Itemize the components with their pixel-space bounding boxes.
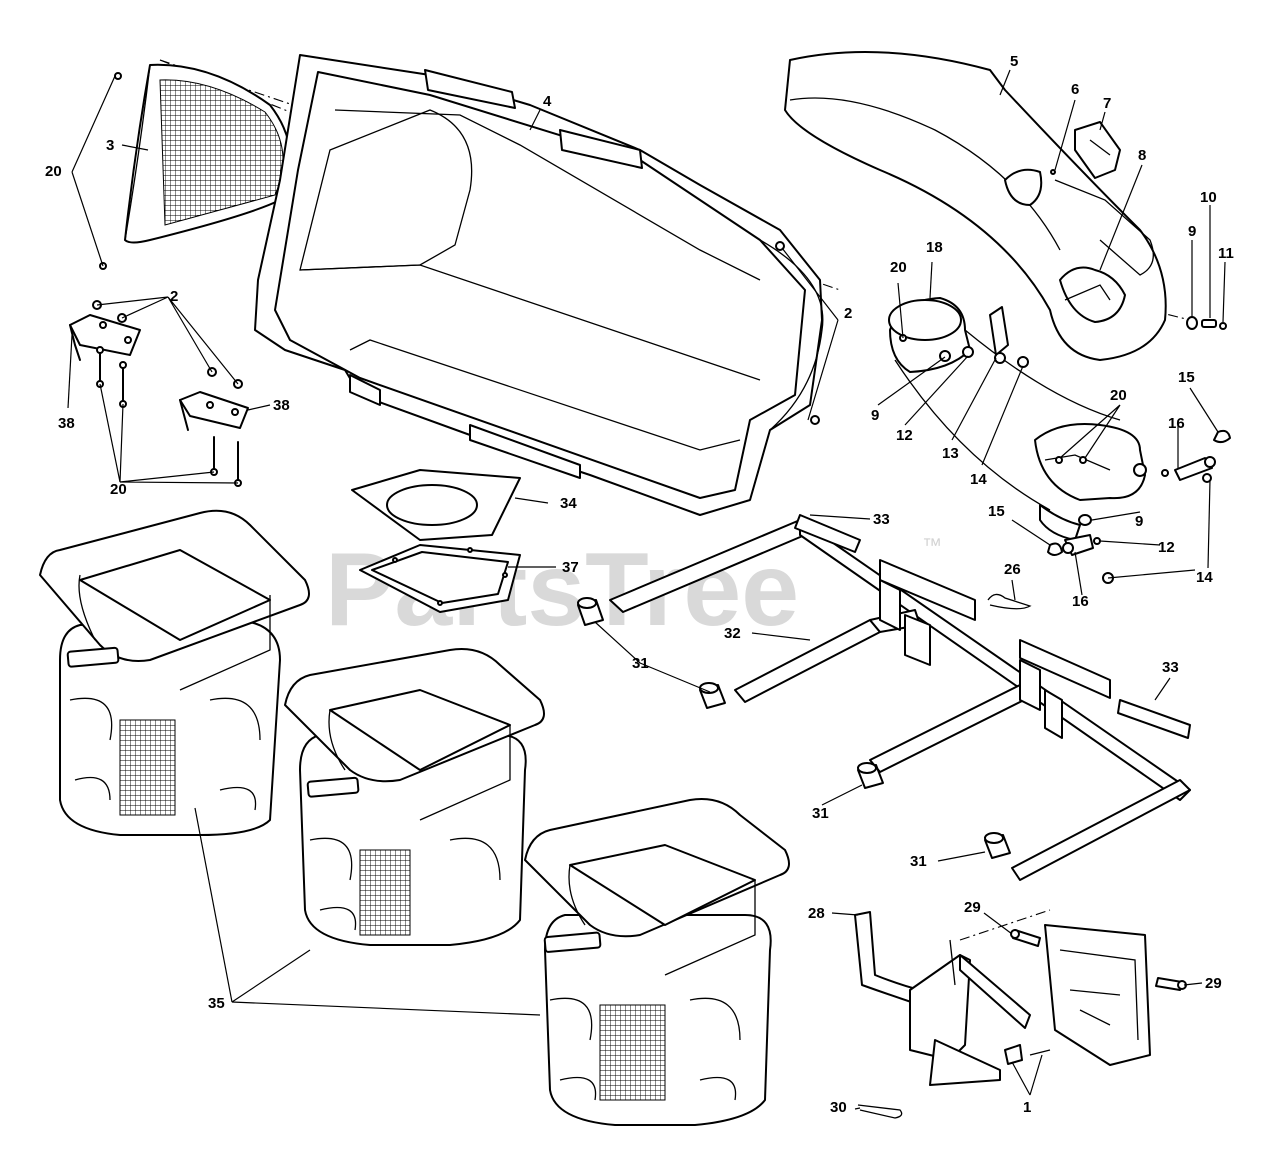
callout-2-left: 2 [170, 288, 178, 305]
part-14-washer-right[interactable] [1202, 473, 1212, 483]
callout-15-upper: 15 [1178, 369, 1195, 386]
part-7-latch[interactable] [1074, 121, 1121, 179]
callout-4: 4 [543, 93, 552, 110]
part-38-bracket-left[interactable] [69, 300, 141, 361]
callout-37: 37 [562, 559, 579, 576]
part-29-bolt-right[interactable] [1155, 977, 1187, 991]
callout-35: 35 [208, 995, 225, 1012]
part-35-bag-left[interactable] [39, 509, 310, 836]
callout-20-deflector: 20 [1110, 387, 1127, 404]
part-15-clip-lower[interactable] [1047, 542, 1063, 556]
part-14-washer-upper[interactable] [1017, 356, 1029, 368]
part-30-hairpin[interactable] [857, 1104, 903, 1119]
part-16-bolt-lower[interactable] [1062, 534, 1094, 556]
leader-lines [67, 69, 1226, 1110]
part-16-bolt-upper[interactable] [1174, 456, 1216, 481]
part-26-hairpin[interactable] [987, 593, 1032, 610]
callout-38-right: 38 [273, 397, 290, 414]
callout-34: 34 [560, 495, 577, 512]
callout-29-right: 29 [1205, 975, 1222, 992]
callout-1: 1 [1023, 1099, 1031, 1116]
callout-16-upper: 16 [1168, 415, 1185, 432]
part-13-lever[interactable] [989, 306, 1009, 364]
callout-31-a: 31 [632, 655, 649, 672]
callout-20-adapter: 20 [890, 259, 907, 276]
part-31-bushing-b[interactable] [699, 682, 726, 709]
part-35-bag-right[interactable] [524, 798, 790, 1126]
part-15-clip-upper[interactable] [1213, 429, 1231, 444]
part-32-support-frame[interactable] [609, 514, 1191, 881]
callout-12-lower: 12 [1158, 539, 1175, 556]
callout-3: 3 [106, 137, 114, 154]
watermark-trademark: ™ [922, 535, 942, 557]
callout-9-adapter: 9 [871, 407, 879, 424]
callout-33-lower: 33 [1162, 659, 1179, 676]
callout-5: 5 [1010, 53, 1018, 70]
part-11-nut[interactable] [1219, 322, 1227, 330]
part-12-spacer-right[interactable] [1161, 469, 1169, 477]
callout-9-lower: 9 [1135, 513, 1143, 530]
callout-14-lower: 14 [1196, 569, 1213, 586]
callout-10: 10 [1200, 189, 1217, 206]
part-34-mounting-plate[interactable] [351, 469, 521, 541]
callout-15-lower: 15 [988, 503, 1005, 520]
part-9-washer-right[interactable] [1186, 316, 1198, 330]
part-hitch-plate[interactable] [1044, 924, 1151, 1066]
callout-30: 30 [830, 1099, 847, 1116]
part-9-washer-center[interactable] [1078, 514, 1092, 526]
callout-32: 32 [724, 625, 741, 642]
part-1-clevis-pin[interactable] [1004, 1044, 1051, 1065]
callout-13: 13 [942, 445, 959, 462]
part-35-bag-center[interactable] [284, 648, 545, 946]
callout-14-upper: 14 [970, 471, 987, 488]
part-28-hitch-bracket[interactable] [854, 911, 1031, 1086]
callout-31-b: 31 [812, 805, 829, 822]
part-38-bracket-right[interactable] [179, 367, 249, 431]
callout-7: 7 [1103, 95, 1111, 112]
callout-11: 11 [1218, 245, 1234, 262]
part-8-deflector[interactable] [1059, 266, 1126, 323]
part-29-bolt-upper[interactable] [1010, 929, 1041, 947]
callout-31-c: 31 [910, 853, 927, 870]
part-9-washer-lower[interactable] [1133, 463, 1147, 477]
callout-33-upper: 33 [873, 511, 890, 528]
part-31-bushing-d[interactable] [984, 832, 1011, 859]
part-6-knob[interactable] [1004, 168, 1056, 206]
part-10-spacer[interactable] [1201, 319, 1217, 328]
callout-20-bolts: 20 [110, 481, 127, 498]
callout-12-upper: 12 [896, 427, 913, 444]
callout-29-upper: 29 [964, 899, 981, 916]
part-3-rear-screen[interactable] [99, 63, 292, 270]
callout-9-right: 9 [1188, 223, 1196, 240]
part-12-spacer-lower[interactable] [1093, 537, 1101, 545]
callout-6: 6 [1071, 81, 1079, 98]
part-31-bushing-c[interactable] [857, 762, 884, 789]
callout-8: 8 [1138, 147, 1146, 164]
part-18-chute-adapter[interactable] [888, 297, 1121, 511]
part-4-collector-lid[interactable] [254, 54, 824, 516]
callout-26: 26 [1004, 561, 1021, 578]
part-31-bushing-a[interactable] [577, 597, 604, 626]
callout-labels: 20 3 2 38 38 20 4 5 6 7 8 9 10 11 2 18 2… [45, 53, 1234, 1116]
part-20-lower-deflector[interactable] [1034, 423, 1146, 541]
callout-2-right: 2 [844, 305, 852, 322]
callout-20-screen: 20 [45, 163, 62, 180]
callout-28: 28 [808, 905, 825, 922]
callout-38-left: 38 [58, 415, 75, 432]
part-37-seal-frame[interactable] [359, 544, 521, 613]
callout-16-lower: 16 [1072, 593, 1089, 610]
callout-18: 18 [926, 239, 943, 256]
